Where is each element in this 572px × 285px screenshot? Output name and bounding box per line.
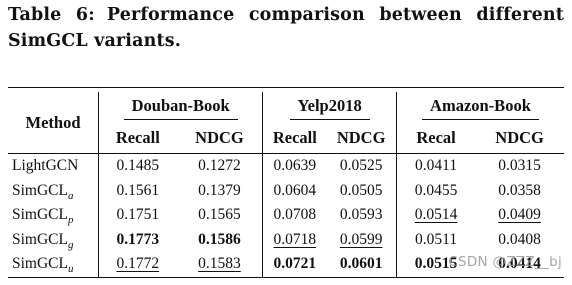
value-cell: 0.0593: [326, 203, 397, 228]
method-cell: SimGCLa: [8, 178, 99, 203]
value-cell: 0.1583: [176, 252, 264, 278]
value-cell: 0.0639: [273, 157, 317, 175]
value-cell: 0.0708: [273, 206, 317, 224]
value-cell: 0.0514: [414, 206, 458, 224]
table-label: Table 6:: [8, 5, 95, 25]
value-cell: 0.0604: [273, 181, 317, 199]
value-cell: 0.0718: [273, 230, 317, 248]
value-cell: 0.0511: [415, 230, 458, 248]
method-header: Method: [8, 92, 99, 154]
value-cell: 0.1565: [176, 203, 264, 228]
method-cell: SimGCLg: [8, 227, 99, 252]
metric-header-row: Recall NDCG Recall NDCG Recal NDCG: [8, 123, 564, 154]
table-body: LightGCN 0.1485 0.1272 0.0639 0.0525 0.0411 0.…: [8, 153, 564, 278]
value-cell: 0.0408: [498, 230, 541, 248]
method-cell: LightGCN: [8, 153, 99, 179]
metric-header: Recal: [396, 123, 476, 154]
value-cell: 0.0455: [414, 181, 458, 199]
caption-text: Performance comparison between different…: [8, 5, 564, 51]
value-cell: 0.1772: [98, 252, 177, 278]
value-cell: 0.1751: [116, 206, 160, 224]
value-cell: 0.0411: [415, 157, 458, 175]
group-header: Amazon-Book: [396, 92, 564, 123]
table-row: SimGCLa 0.1561 0.1379 0.0604 0.0505 0.0455 0.0…: [8, 178, 564, 203]
metric-header: NDCG: [176, 123, 264, 154]
table-caption: Table 6:Performance comparison between d…: [8, 2, 564, 54]
group-header: Yelp2018: [262, 92, 397, 123]
value-cell: 0.1586: [176, 227, 264, 252]
group-header-row: Method Douban-Book Yelp2018 Amazon-Book: [8, 92, 564, 154]
value-cell: 0.1773: [116, 230, 160, 248]
value-cell: 0.0358: [498, 181, 541, 199]
top-rule: [8, 87, 564, 92]
metric-header: Recall: [98, 123, 177, 154]
value-cell: 0.1561: [116, 181, 160, 199]
value-cell: 0.0525: [326, 153, 397, 179]
metric-header: NDCG: [326, 123, 397, 154]
value-cell: 0.0505: [326, 178, 397, 203]
table-row: SimGCLp 0.1751 0.1565 0.0708 0.0593 0.0514 0.0…: [8, 203, 564, 228]
value-cell: 0.0315: [498, 157, 541, 175]
method-cell: SimGCLp: [8, 203, 99, 228]
value-cell: 0.0515: [396, 252, 476, 278]
value-cell: 0.1485: [116, 157, 160, 175]
metric-header: Recall: [262, 123, 327, 154]
metric-header: NDCG: [475, 123, 564, 154]
table-row: LightGCN 0.1485 0.1272 0.0639 0.0525 0.0411 0.…: [8, 153, 564, 179]
value-cell: 0.0601: [326, 252, 397, 278]
value-cell: 0.0599: [326, 227, 397, 252]
value-cell: 0.0414: [475, 252, 564, 278]
value-cell: 0.0721: [262, 252, 327, 278]
value-cell: 0.1379: [176, 178, 264, 203]
group-header: Douban-Book: [98, 92, 264, 123]
value-cell: 0.0409: [498, 206, 541, 224]
table-row: SimGCLg 0.1773 0.1586 0.0718 0.0599 0.0511 0.0…: [8, 227, 564, 252]
watermark: CSDN @ZZZ__bj: [448, 254, 562, 270]
method-cell: SimGCLu: [8, 252, 99, 278]
results-table: Method Douban-Book Yelp2018 Amazon-Book …: [8, 87, 564, 278]
value-cell: 0.1272: [176, 153, 264, 179]
